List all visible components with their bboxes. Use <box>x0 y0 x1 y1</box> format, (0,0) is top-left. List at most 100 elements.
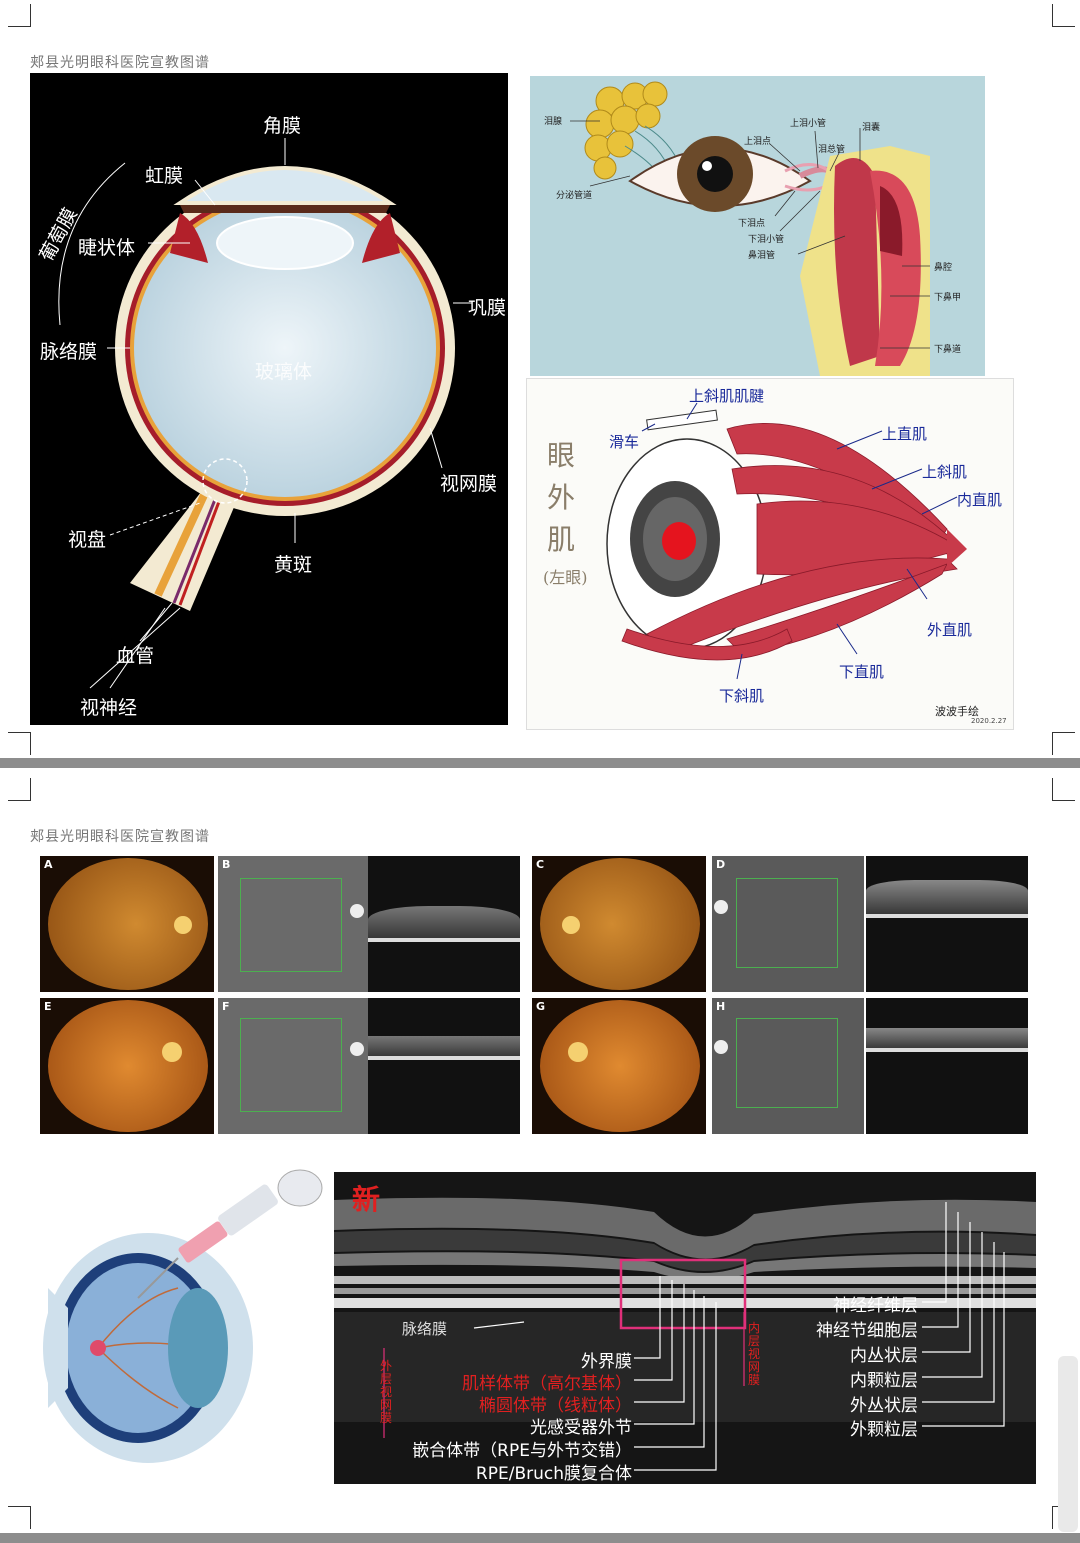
panel-letter: H <box>716 1000 726 1013</box>
oct-b-scan <box>334 1172 1036 1484</box>
page-header: 郏县光明眼科医院宣教图谱 <box>30 55 210 71</box>
panel-letter: D <box>716 858 726 871</box>
oct-right-label-5: 外丛状层 <box>850 1396 918 1416</box>
label-trochlea: 滑车 <box>609 433 640 451</box>
label-ducts: 分泌管道 <box>556 191 593 201</box>
oct-scan-d <box>866 856 1028 992</box>
new-badge: 新 <box>352 1183 381 1216</box>
oct-right-label-6: 外颗粒层 <box>850 1420 918 1440</box>
page-separator <box>0 758 1080 768</box>
muscle-drawing <box>606 402 967 680</box>
label-lateral-rectus: 外直肌 <box>927 621 973 639</box>
panel-letter: A <box>44 858 53 871</box>
lens-shape <box>216 216 354 270</box>
label-ciliary-body: 睫状体 <box>78 237 136 259</box>
label-cornea: 角膜 <box>263 115 302 137</box>
ir-image-b: B <box>218 856 368 992</box>
fundus-photo-a: A <box>40 856 214 992</box>
eye-cross-section <box>58 138 472 689</box>
label-medial-rectus: 内直肌 <box>957 491 1003 509</box>
panel-letter: F <box>222 1000 230 1013</box>
nasolacrimal-duct-shape <box>834 158 880 366</box>
label-inferior-oblique: 下斜肌 <box>719 687 765 705</box>
label-choroid-oct: 脉络膜 <box>402 1320 448 1338</box>
oct-right-label-3: 内丛状层 <box>850 1346 918 1366</box>
ir-image-h: H <box>712 998 864 1134</box>
ir-image-f: F <box>218 998 368 1134</box>
title-char-3: 肌 <box>547 523 576 556</box>
label-inferior-turbinate: 下鼻甲 <box>934 293 962 303</box>
fundus-photo-e: E <box>40 998 214 1134</box>
crop-mark <box>8 4 31 27</box>
optic-nerve-sheath <box>154 491 209 597</box>
oct-scan-b <box>368 856 520 992</box>
oct-left-label-4: 光感受器外节 <box>530 1418 632 1438</box>
label-nasal-cavity: 鼻腔 <box>934 263 953 273</box>
label-optic-disc: 视盘 <box>68 529 107 551</box>
label-choroid: 脉络膜 <box>40 341 98 363</box>
fundus-photo-c: C <box>532 856 706 992</box>
label-sclera: 巩膜 <box>468 297 507 319</box>
label-vessels: 血管 <box>116 645 155 667</box>
oct-scan-h <box>866 998 1028 1134</box>
crop-mark <box>1052 732 1075 755</box>
page-separator <box>0 1533 1080 1543</box>
muscle-bands <box>621 422 963 661</box>
highlight-box <box>619 1258 747 1330</box>
oct-scan-f <box>368 998 520 1134</box>
label-lacrimal-gland: 泪腺 <box>544 117 563 127</box>
rpe-band <box>334 1298 1036 1308</box>
nerve-fiber-band <box>334 1197 1036 1259</box>
eye-anatomy-figure: 角膜 虹膜 葡萄膜 睫状体 巩膜 脉络膜 玻璃体 视网膜 视盘 黄斑 血管 视神… <box>30 73 508 725</box>
oct-left-label-3: 椭圆体带（线粒体） <box>479 1396 632 1416</box>
scrollbar-thumb[interactable] <box>1058 1356 1078 1532</box>
iris-shape <box>180 205 390 213</box>
label-lower-canaliculus: 下泪小管 <box>748 235 785 245</box>
crop-mark <box>8 778 31 801</box>
label-upper-punctum: 上泪点 <box>744 137 772 147</box>
oct-left-label-6: RPE/Bruch膜复合体 <box>475 1464 632 1484</box>
injection-drawing <box>43 1169 323 1463</box>
page-header: 郏县光明眼科医院宣教图谱 <box>30 829 210 845</box>
fundus-grid: A B C D E F G <box>38 856 1030 1138</box>
oct-left-label-5: 嵌合体带（RPE与外节交错） <box>412 1441 632 1461</box>
crop-mark <box>1052 778 1075 801</box>
outer-retina-side-label: 外层视网膜 <box>380 1359 393 1425</box>
inner-retina-side-label: 内层视网膜 <box>748 1321 761 1387</box>
lacrimal-gland-shape <box>584 81 668 180</box>
drawing-date: 2020.2.27 <box>971 717 1007 725</box>
label-lower-punctum: 下泪点 <box>738 219 766 229</box>
pupil-red <box>662 522 696 560</box>
fundus-photo-g: G <box>532 998 706 1134</box>
label-inferior-meatus: 下鼻道 <box>934 345 962 355</box>
extraocular-muscle-figure: 眼 外 肌 (左眼) 上斜肌肌腱 滑车 上直肌 上斜肌 内直肌 外直肌 下直肌 … <box>526 378 1014 730</box>
crop-mark <box>8 732 31 755</box>
title-char-1: 眼 <box>547 439 576 472</box>
label-vitreous: 玻璃体 <box>255 361 313 383</box>
panel-letter: C <box>536 858 545 871</box>
label-nasolacrimal-duct: 鼻泪管 <box>748 251 776 261</box>
syringe-shape <box>137 1169 323 1299</box>
label-iris: 虹膜 <box>145 165 184 187</box>
ir-image-d: D <box>712 856 864 992</box>
label-lacrimal-sac: 泪囊 <box>862 123 881 133</box>
oct-left-label-2: 肌样体带（高尔基体） <box>462 1374 632 1394</box>
oct-layer-diagram: 新 脉络膜 外层视网膜 内层视网膜 外界膜 肌样体带（高尔基体） 椭圆体带（线粒… <box>334 1172 1036 1484</box>
macula-spot <box>90 1340 106 1356</box>
artist-signature: 波波手绘 <box>935 705 979 718</box>
label-superior-rectus: 上直肌 <box>882 425 928 443</box>
lacrimal-drawing <box>570 81 930 376</box>
label-upper-canaliculus: 上泪小管 <box>790 119 827 129</box>
vitreous-shape <box>134 199 436 497</box>
panel-letter: E <box>44 1000 52 1013</box>
oct-right-label-2: 神经节细胞层 <box>816 1321 918 1341</box>
panel-letter: G <box>536 1000 546 1013</box>
crop-mark <box>8 1506 31 1529</box>
cornea-shape <box>173 166 397 205</box>
label-tendon: 上斜肌肌腱 <box>689 387 765 405</box>
ellipsoid-band <box>334 1276 1036 1284</box>
lacrimal-figure: 泪腺 分泌管道 上泪点 上泪小管 泪囊 泪总管 下泪点 下泪小管 鼻泪管 鼻腔 … <box>530 76 985 376</box>
panel-letter: B <box>222 858 231 871</box>
title-subtitle: (左眼) <box>543 568 588 587</box>
label-optic-nerve: 视神经 <box>80 697 138 719</box>
